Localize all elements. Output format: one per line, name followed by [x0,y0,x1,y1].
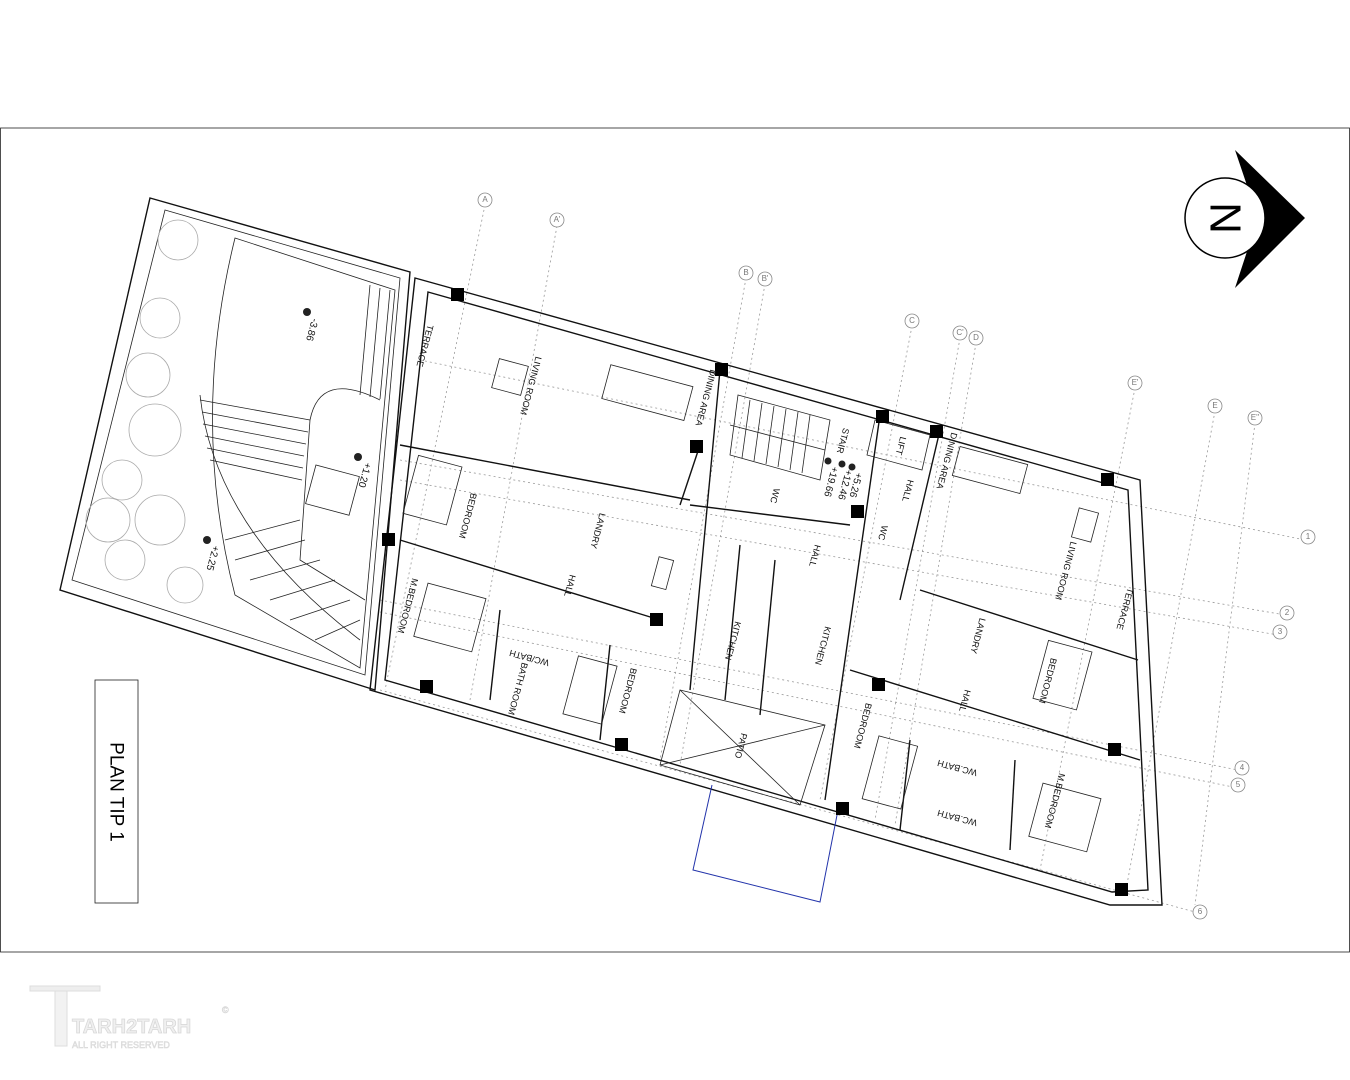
room-label: STAIR [835,427,851,455]
room-label: HALL [807,544,822,568]
grid-label: B' [762,274,769,283]
level-label: +2.25 [203,544,220,572]
watermark-brand: TARH2TARH [72,1016,191,1038]
grid-label: 3 [1278,627,1283,636]
room-label: BATH ROOM [506,661,530,716]
grid-label: B [743,268,748,277]
site-boundary [59,197,411,691]
room-label: DINING AREA [694,368,719,427]
room-label: LANDRY [588,512,607,550]
grid-bubbles: A A' B B' C C' D E' E E'' 1 2 3 4 5 6 [477,192,1316,920]
room-label: HALL [900,479,915,503]
room-label: TERRACE [1115,587,1136,631]
room-labels: TERRACE LIVING ROOM DINING AREA STAIR LI… [396,324,1136,830]
room-label: LANDRY [968,617,987,655]
north-label: N [1201,202,1250,234]
room-label: BEDROOM [617,667,639,715]
title-box [94,679,139,904]
building-walls [369,277,1163,906]
grid-label: C' [956,328,964,337]
room-label: WC.BATH [936,808,978,828]
grid-label: 5 [1236,780,1241,789]
grid-label: A' [554,215,561,224]
grid-label: A [482,195,488,204]
trees [85,219,204,604]
room-label: LIFT [894,436,909,457]
watermark-tagline: ALL RIGHT RESERVED [72,1040,170,1050]
grid-label: D [973,333,979,342]
room-label: BEDROOM [457,492,479,540]
grid-label: 6 [1198,907,1203,916]
structural-grid [379,204,1306,913]
room-label: BEDROOM [1037,657,1059,705]
grid-label: 4 [1240,763,1245,772]
grid-label: C [909,316,915,325]
level-label: -3.86 [303,317,320,342]
watermark-logo: TARH2TARH ALL RIGHT RESERVED © [29,985,229,1050]
grid-label: E [1212,401,1217,410]
grid-label: 1 [1306,532,1311,541]
room-label: KITCHEN [723,620,743,661]
north-arrow-icon: N [1184,150,1305,288]
furniture [402,358,1102,853]
sheet-frame [0,127,1350,953]
room-label: WC [768,487,782,505]
grid-label: E'' [1251,413,1260,422]
grid-label: E' [1132,378,1139,387]
room-label: M.BEDROOM [1043,772,1067,829]
structural-columns [382,288,1128,896]
stairwell [729,394,931,481]
room-label: HALL [957,689,972,713]
room-label: WC.BATH [936,758,978,778]
room-label: TERRACE [415,324,436,368]
room-label: WC [876,524,890,542]
room-label: LIVING ROOM [1053,540,1078,601]
room-label: KITCHEN [813,625,833,666]
level-label: +1.20 [355,461,372,489]
stairs-curved [199,284,391,641]
room-label: PATIO [733,732,749,759]
plan-title: PLAN TIP 1 [106,742,127,842]
patio [659,689,839,903]
grid-label: 2 [1285,608,1290,617]
copyright-symbol: © [222,1005,229,1015]
